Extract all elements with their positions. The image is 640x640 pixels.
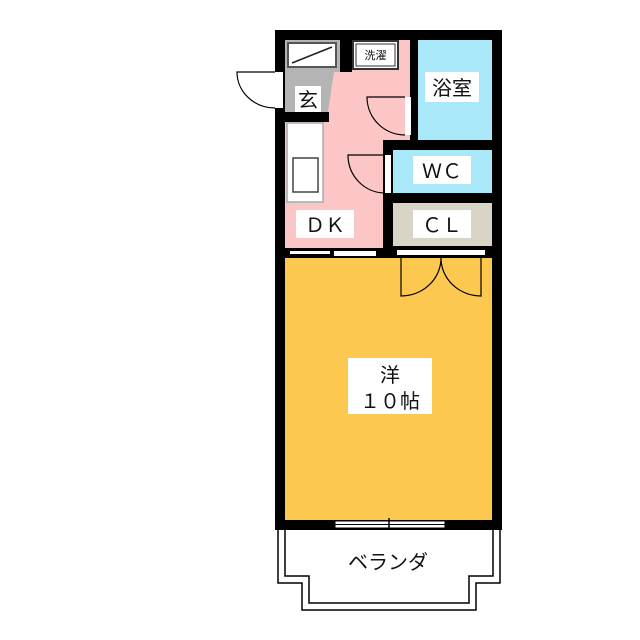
entrance-step-wall — [275, 112, 329, 122]
balcony — [277, 530, 501, 611]
kitchen-sink — [292, 157, 319, 193]
shoe-cabinet-mark — [291, 46, 333, 64]
entrance-label: 玄 — [298, 88, 318, 112]
closet-label: ＣＬ — [422, 213, 462, 237]
wc-door[interactable] — [385, 155, 391, 193]
closet-doors[interactable] — [400, 257, 482, 297]
laundry-label: 洗濯 — [365, 49, 387, 62]
wall-segment — [340, 30, 352, 72]
bath-door[interactable] — [405, 97, 411, 135]
bath-label: 浴室 — [432, 76, 472, 100]
wc-label: ＷＣ — [422, 159, 462, 183]
western-room-label: 洋 — [380, 363, 400, 387]
entrance-door[interactable] — [275, 72, 283, 108]
laundry-space — [352, 40, 399, 70]
dk-label: ＤＫ — [305, 213, 345, 237]
western-room-size: １０帖 — [360, 389, 420, 413]
balcony-label: ベランダ — [348, 550, 428, 574]
